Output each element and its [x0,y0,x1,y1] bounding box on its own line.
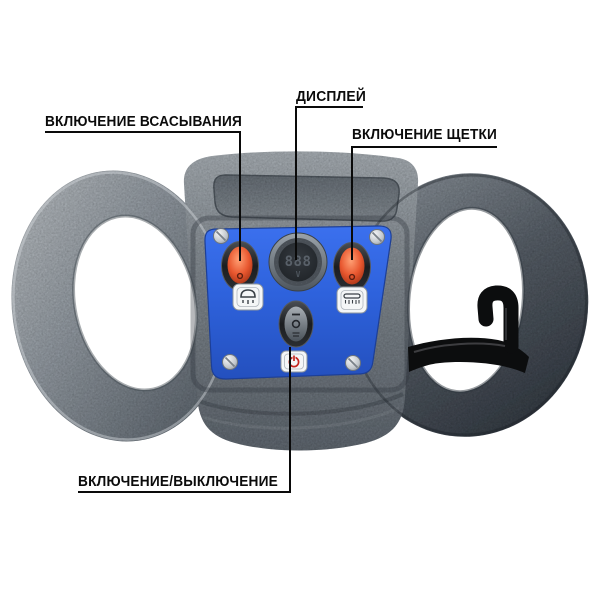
label-brush: ВКЛЮЧЕНИЕ ЩЕТКИ [352,127,497,143]
display-tick-ring [275,239,321,285]
left-grip-hole-shadow [72,214,198,392]
top-cap-recess [213,174,400,222]
screw-bottom-left [222,354,238,370]
housing-groove-lower [202,406,400,430]
callout-lines [45,106,497,493]
suction-switch[interactable] [221,241,259,291]
screw-top-left [213,228,229,244]
voltage-display: 888 V [268,232,328,292]
label-display: ДИСПЛЕЙ [296,87,366,105]
lever-highlight [413,342,506,353]
housing-groove-upper [198,392,404,416]
callout-line-suction [45,131,241,261]
label-power: ВКЛЮЧЕНИЕ/ВЫКЛЮЧЕНИЕ [78,474,278,490]
brush-icon [336,286,368,314]
panel-frame [190,215,410,393]
control-lever[interactable] [408,285,529,373]
label-suction: ВКЛЮЧЕНИЕ ВСАСЫВАНИЯ [45,114,242,130]
callout-line-brush [351,146,497,260]
callout-line-power [78,347,291,493]
power-switch-off-mark [291,319,301,329]
right-grip-hole-shadow [407,206,525,394]
left-grip-hole [73,216,197,390]
panel-screws [213,228,385,371]
power-switch[interactable] [278,300,314,348]
screw-top-right [369,229,385,245]
brush-switch[interactable] [333,242,371,292]
screw-bottom-right [345,355,361,371]
display-unit: V [296,270,301,279]
display-value: 888 [285,254,312,270]
suction-icon [232,283,264,311]
power-icon [280,350,308,373]
callout-line-display [295,106,363,260]
